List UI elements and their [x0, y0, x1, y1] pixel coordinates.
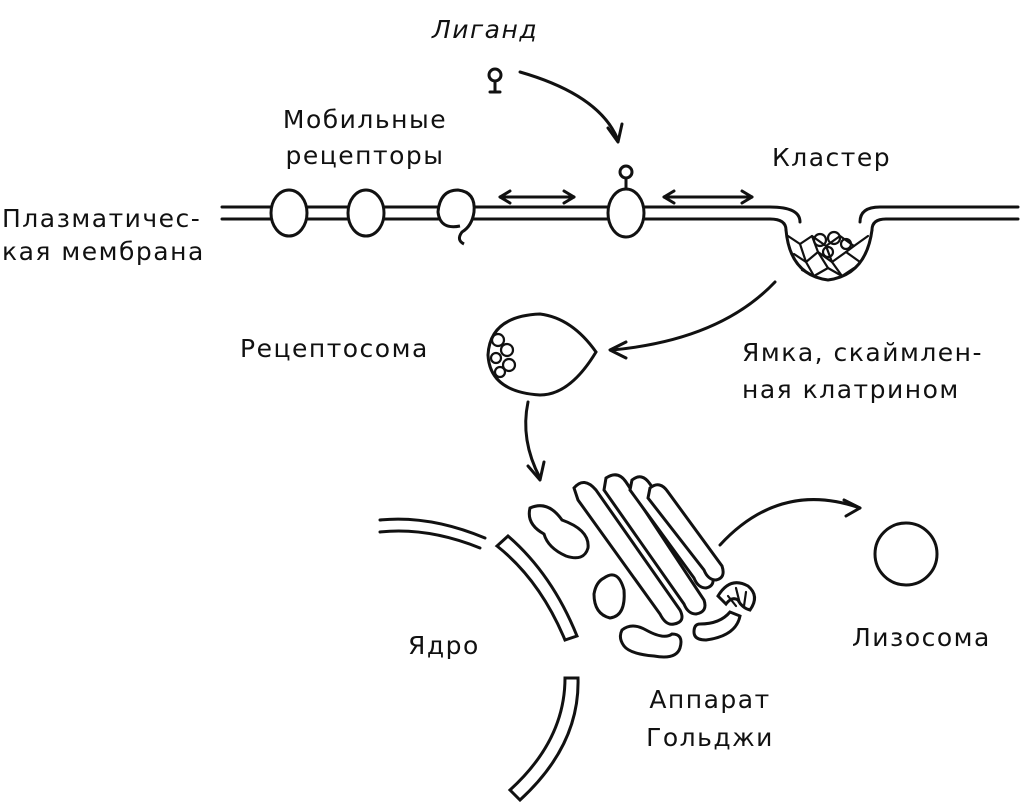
receptosome	[486, 312, 598, 397]
clathrin-coated-pit	[784, 228, 874, 282]
mobile-receptors-label-line2: рецепторы	[285, 141, 445, 170]
mobility-arrow-left	[498, 189, 576, 205]
lysosome	[873, 521, 939, 587]
mobility-arrow-right	[662, 189, 754, 205]
golgi-to-lysosome-arrow	[718, 498, 862, 547]
mobile-receptors-label-line1: Мобильные	[282, 105, 448, 134]
nucleus-envelope	[378, 517, 580, 802]
plasma-membrane-label-line1: Плазматичес-	[2, 203, 202, 235]
receptor	[436, 188, 476, 246]
cluster-label: Кластер	[772, 143, 892, 172]
nucleus-label: Ядро	[408, 631, 480, 660]
ligand-binding-arrow	[518, 70, 624, 144]
golgi-label-line1: Аппарат	[649, 685, 771, 714]
receptor	[269, 188, 309, 238]
receptosome-label: Рецептосома	[240, 334, 429, 363]
coated-pit-label-line1: Ямка, скаймлен-	[742, 338, 984, 367]
ligand-label: Лиганд	[432, 15, 539, 44]
free-ligand	[487, 67, 503, 94]
receptosome-to-golgi-arrow	[524, 400, 546, 482]
golgi-apparatus	[527, 473, 756, 659]
receptor	[346, 188, 386, 238]
internalization-arrow	[608, 280, 777, 360]
plasma-membrane	[220, 205, 1020, 232]
lysosome-label: Лизосома	[852, 623, 991, 652]
plasma-membrane-label-line2: кая мембрана	[2, 237, 205, 266]
golgi-label-line2: Гольджи	[646, 723, 774, 752]
bound-ligand	[618, 164, 634, 191]
receptor-with-ligand	[606, 187, 646, 239]
coated-pit-label-line2: ная клатрином	[742, 375, 960, 404]
